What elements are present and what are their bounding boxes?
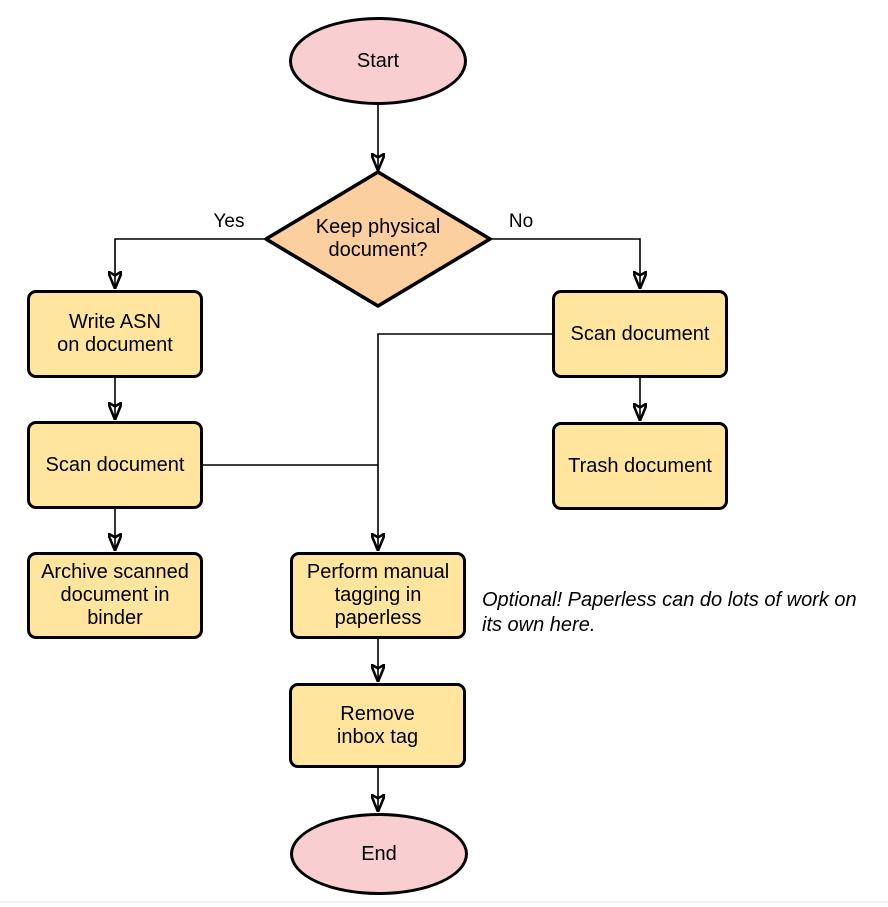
bottom-divider-line: [0, 901, 888, 903]
node-manual-tagging: Perform manual tagging in paperless: [290, 552, 466, 639]
edge-decision-no-to-scan-right: [490, 238, 640, 288]
node-archive-binder: Archive scanned document in binder: [27, 552, 203, 639]
node-trash-document-label: Trash document: [568, 454, 712, 477]
node-end: End: [290, 813, 468, 895]
node-archive-binder-label: Archive scanned document in binder: [41, 561, 189, 629]
node-scan-document-left-label: Scan document: [45, 453, 185, 476]
edge-scan-right-to-tagging: [378, 333, 552, 550]
node-write-asn-label: Write ASN on document: [57, 311, 173, 356]
node-remove-inbox-tag-label: Remove inbox tag: [336, 702, 419, 748]
node-scan-document-right-label: Scan document: [570, 322, 710, 345]
edge-label-yes: Yes: [213, 211, 245, 232]
node-scan-document-right: Scan document: [552, 290, 728, 378]
node-write-asn: Write ASN on document: [27, 290, 203, 378]
node-remove-inbox-tag: Remove inbox tag: [289, 683, 466, 768]
node-manual-tagging-label: Perform manual tagging in paperless: [306, 561, 450, 629]
node-scan-document-left: Scan document: [27, 421, 203, 509]
node-decision-label: Keep physical document?: [315, 216, 441, 261]
optional-annotation: Optional! Paperless can do lots of work …: [482, 589, 857, 636]
node-end-label: End: [361, 842, 397, 865]
edge-decision-yes-to-write-asn: [115, 238, 266, 288]
node-start: Start: [289, 17, 467, 105]
decision-diamond-shape: [264, 170, 492, 308]
node-start-label: Start: [356, 49, 400, 72]
edge-label-no: No: [508, 211, 534, 232]
node-trash-document: Trash document: [552, 422, 728, 510]
